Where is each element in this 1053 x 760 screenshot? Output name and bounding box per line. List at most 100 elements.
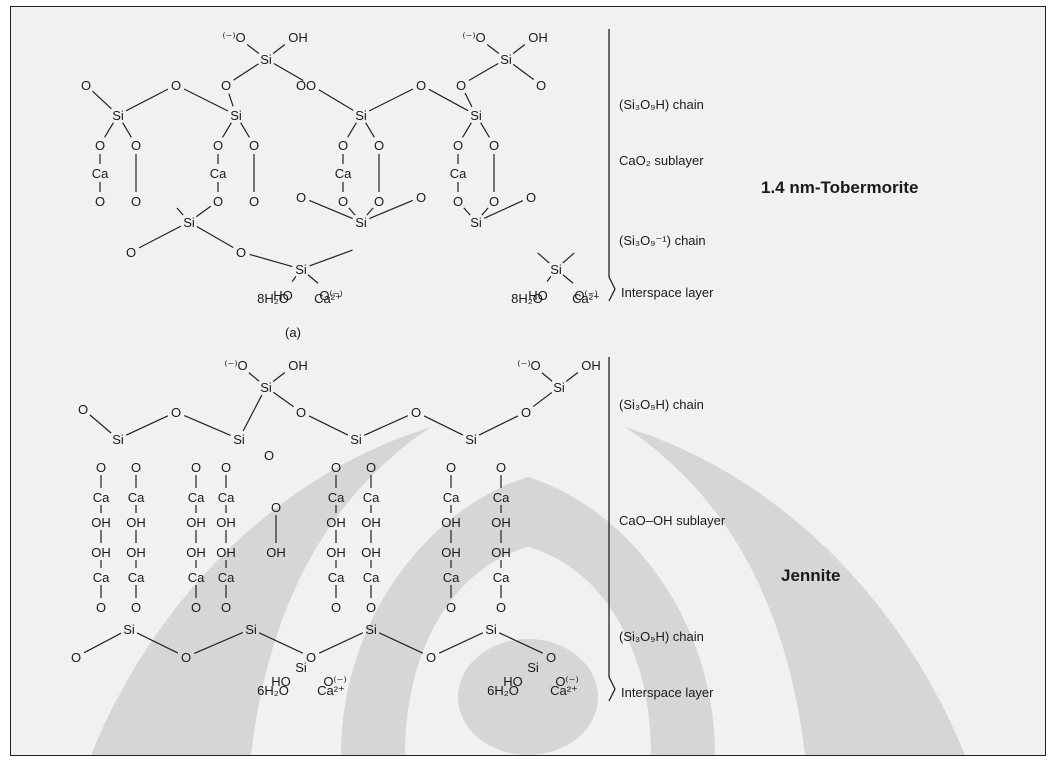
oxygen-atom: O: [81, 78, 91, 93]
silicon-atom: Si: [233, 432, 245, 447]
bond-line: [462, 122, 472, 138]
calcium-atom: Ca: [93, 490, 110, 505]
oxygen-atom: O: [264, 448, 274, 463]
oxygen-atom: O: [95, 138, 105, 153]
tob-water-left: 8H₂O: [257, 291, 289, 306]
bond-line: [242, 394, 263, 432]
oxygen-atom: O: [416, 190, 426, 205]
hydroxyl-group: OH: [326, 545, 346, 560]
oxygen-atom: O: [131, 138, 141, 153]
bond-line: [307, 274, 319, 284]
jen-water-right: 6H₂O: [487, 683, 519, 698]
silicon-atom: Si: [355, 215, 367, 230]
layer-label-tob-bottom-chain: (Si₃O₉⁻¹) chain: [619, 233, 706, 248]
bond-line: [481, 207, 489, 216]
oxygen-atom: O: [446, 460, 456, 475]
hydroxyl-group: OH: [441, 545, 461, 560]
bond-line: [125, 88, 169, 112]
bond-line: [195, 205, 212, 218]
bond-line: [468, 62, 499, 82]
silicon-atom: Si: [470, 215, 482, 230]
calcium-atom: Ca: [93, 570, 110, 585]
bond-line: [368, 88, 414, 112]
oxygen-anion: O⁽⁻⁾: [574, 288, 597, 303]
oxygen-atom: O: [221, 460, 231, 475]
oxygen-atom: O: [296, 405, 306, 420]
oxygen-atom: O: [236, 245, 246, 260]
oxygen-atom: O: [453, 138, 463, 153]
bond-line: [546, 276, 552, 282]
calcium-atom: Ca: [92, 166, 109, 181]
oxygen-atom: O: [171, 78, 181, 93]
bond-line: [428, 88, 469, 112]
bond-line: [464, 92, 473, 108]
bond-line: [562, 274, 574, 284]
layer-label-tob-sublayer: CaO₂ sublayer: [619, 153, 704, 168]
bond-line: [196, 225, 234, 249]
oxygen-atom: O: [191, 600, 201, 615]
oxygen-atom: O: [331, 600, 341, 615]
oxygen-anion: ⁽⁻⁾O: [462, 30, 485, 45]
hydroxyl-group: OH: [216, 545, 236, 560]
bond-line: [369, 199, 413, 220]
bond-line: [122, 122, 132, 138]
hydroxyl-group: HO: [503, 674, 523, 689]
silicon-atom: Si: [183, 215, 195, 230]
calcium-atom: Ca: [493, 490, 510, 505]
oxygen-atom: O: [249, 138, 259, 153]
silicon-atom: Si: [245, 622, 257, 637]
bond-line: [233, 63, 259, 81]
jen-ca-ion-right: Ca²⁺: [550, 683, 578, 698]
oxygen-atom: O: [296, 190, 306, 205]
bond-line: [249, 253, 293, 268]
bond-line: [565, 372, 579, 382]
layer-label-tob-interspace: Interspace layer: [621, 285, 714, 300]
hydroxyl-group: HO: [273, 288, 293, 303]
bond-line: [537, 252, 550, 264]
bond-line: [365, 122, 375, 138]
hydroxyl-group: OH: [216, 515, 236, 530]
oxygen-atom: O: [496, 460, 506, 475]
oxygen-atom: O: [306, 78, 316, 93]
bond-line: [532, 391, 553, 408]
calcium-atom: Ca: [363, 490, 380, 505]
bond-line: [194, 632, 243, 654]
hydroxyl-group: OH: [326, 515, 346, 530]
oxygen-atom: O: [306, 650, 316, 665]
bond-line: [273, 62, 304, 82]
bond-network: [83, 44, 579, 654]
calcium-atom: Ca: [218, 570, 235, 585]
tob-ca-ion-left: Ca²⁺: [314, 291, 342, 306]
oxygen-atom: O: [374, 138, 384, 153]
bond-line: [83, 632, 122, 654]
oxygen-atom: O: [416, 78, 426, 93]
oxygen-atom: O: [536, 78, 546, 93]
bond-line: [104, 122, 114, 138]
bond-line: [222, 122, 232, 138]
hydroxyl-group: OH: [91, 515, 111, 530]
oxygen-anion: O⁽⁻⁾: [323, 674, 346, 689]
oxygen-atom: O: [131, 460, 141, 475]
layer-label-jen-sublayer: CaO–OH sublayer: [619, 513, 726, 528]
bond-line: [309, 249, 353, 267]
bond-line: [348, 207, 356, 216]
bond-line: [498, 632, 544, 654]
calcium-atom: Ca: [188, 570, 205, 585]
silicon-atom: Si: [500, 52, 512, 67]
oxygen-anion: ⁽⁻⁾O: [224, 358, 247, 373]
silicon-atom: Si: [550, 262, 562, 277]
hydroxyl-group: HO: [271, 674, 291, 689]
silicon-atom: Si: [470, 108, 482, 123]
tobermorite-title: 1.4 nm-Tobermorite: [761, 178, 918, 197]
bond-line: [240, 122, 250, 138]
oxygen-atom: O: [366, 460, 376, 475]
silicon-atom: Si: [527, 660, 539, 675]
calcium-atom: Ca: [493, 570, 510, 585]
layer-label-jen-interspace: Interspace layer: [621, 685, 714, 700]
oxygen-atom: O: [131, 600, 141, 615]
hydroxyl-group: OH: [126, 515, 146, 530]
bond-line: [463, 207, 471, 216]
hydroxyl-group: OH: [186, 545, 206, 560]
hydroxyl-group: OH: [288, 358, 308, 373]
